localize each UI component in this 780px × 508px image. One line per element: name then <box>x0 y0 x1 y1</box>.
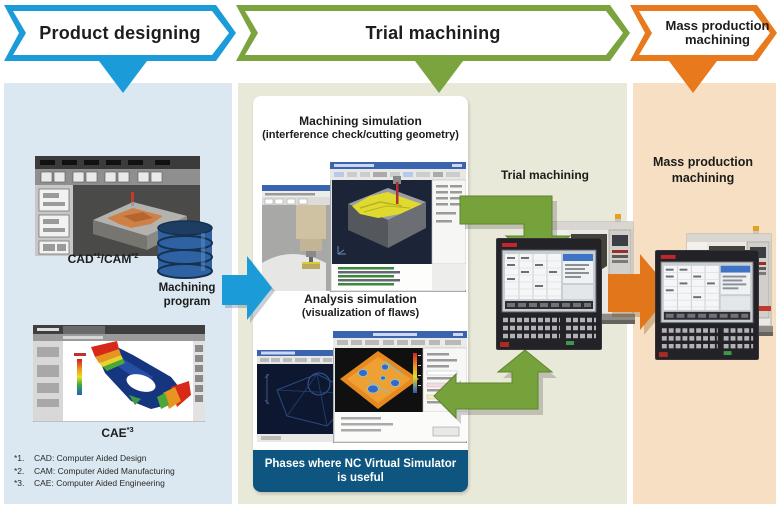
chevron-shape-orange <box>630 5 777 61</box>
cae-screenshot <box>33 325 205 422</box>
banner-line-2: is useful <box>337 472 384 484</box>
chevron-shape-cyan <box>4 5 236 61</box>
footnote-line: *1. CAD: Computer Aided Design <box>14 453 147 463</box>
pointer-triangle-orange <box>666 57 720 93</box>
footnote-line: *3. CAE: Computer Aided Engineering <box>14 478 165 488</box>
cnc-control-panel-illustration <box>655 250 759 360</box>
pointer-triangle-cyan <box>96 57 150 93</box>
phase-banner-product-designing: Product designing <box>4 5 236 61</box>
phase-banner-trial-machining: Trial machining <box>236 5 630 61</box>
analysis-simulation-title: Analysis simulation (visualization of fl… <box>301 292 420 319</box>
machining-program-database-icon <box>157 220 213 279</box>
green-bidirectional-elbow-arrow <box>433 349 554 420</box>
cnc-control-panel-illustration <box>496 238 602 350</box>
phase-label: Trial machining <box>365 22 501 43</box>
nc-virtual-simulator-banner: Phases where NC Virtual Simulator is use… <box>253 450 468 492</box>
banner-line-1: Phases where NC Virtual Simulator <box>264 458 457 470</box>
mass-production-label: Mass production machining <box>652 155 753 185</box>
phase-label: Product designing <box>39 22 201 43</box>
chevron-shape-green <box>236 5 630 61</box>
cae-label: CAE*3 <box>101 425 134 440</box>
pointer-triangle-green <box>412 57 466 93</box>
machining-simulation-title: Machining simulation (interference check… <box>262 114 459 141</box>
analysis-simulation-screenshot-heatmap-view <box>333 331 467 443</box>
footnotes: *1. CAD: Computer Aided Design *2. CAM: … <box>14 452 175 490</box>
phase-label: Mass production machining <box>665 18 770 47</box>
trial-machining-label: Trial machining <box>500 168 590 182</box>
machining-simulation-screenshot-cutting-view <box>330 162 466 292</box>
phase-banner-mass-production: Mass production machining <box>630 5 777 61</box>
blue-right-arrow <box>222 256 275 323</box>
cad-cam-label: CAD*1/CAM*2 <box>67 251 139 266</box>
product-designing-column <box>4 83 232 504</box>
machining-program-label: Machining program <box>158 282 216 308</box>
footnote-line: *2. CAM: Computer Aided Manufacturing <box>14 465 175 476</box>
